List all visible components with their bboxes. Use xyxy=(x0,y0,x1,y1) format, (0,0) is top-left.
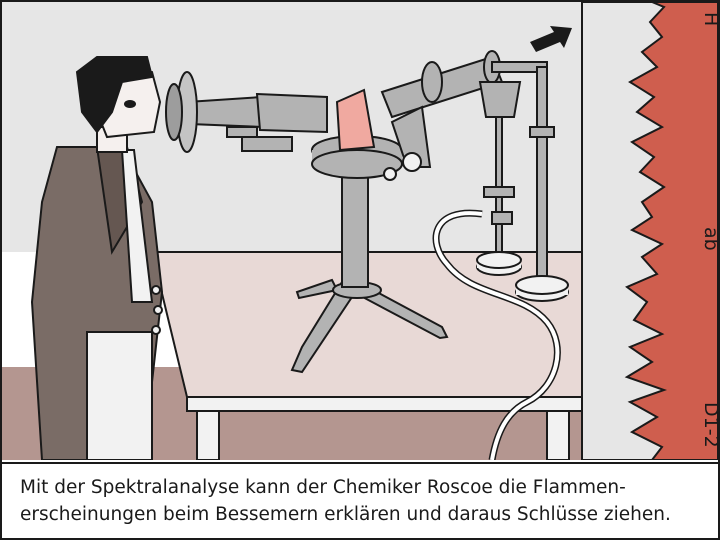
table-leg xyxy=(546,410,570,460)
burner-stand xyxy=(476,61,569,302)
arrow-icon xyxy=(530,26,572,52)
spectrum-label-h: H xyxy=(700,12,718,26)
spectrum-band xyxy=(624,2,718,460)
spectroscope-stand xyxy=(290,135,449,374)
chemist-figure xyxy=(30,56,164,460)
viewing-telescope xyxy=(165,71,328,153)
shirt xyxy=(120,149,154,303)
prism xyxy=(335,88,376,152)
hair xyxy=(75,56,154,134)
spectrum-label-d12: D1-2 xyxy=(700,402,718,448)
table-leg xyxy=(196,410,220,460)
caption: Mit der Spektralanalyse kann der Chemike… xyxy=(2,462,718,538)
caption-line-1: Mit der Spektralanalyse kann der Chemike… xyxy=(20,477,626,498)
spectrum-label-ab: ab xyxy=(700,227,718,251)
collimator xyxy=(380,50,504,181)
lab-illustration: H ab D1-2 xyxy=(2,2,718,460)
caption-line-2: erscheinungen beim Bessemern erklären un… xyxy=(20,504,671,525)
